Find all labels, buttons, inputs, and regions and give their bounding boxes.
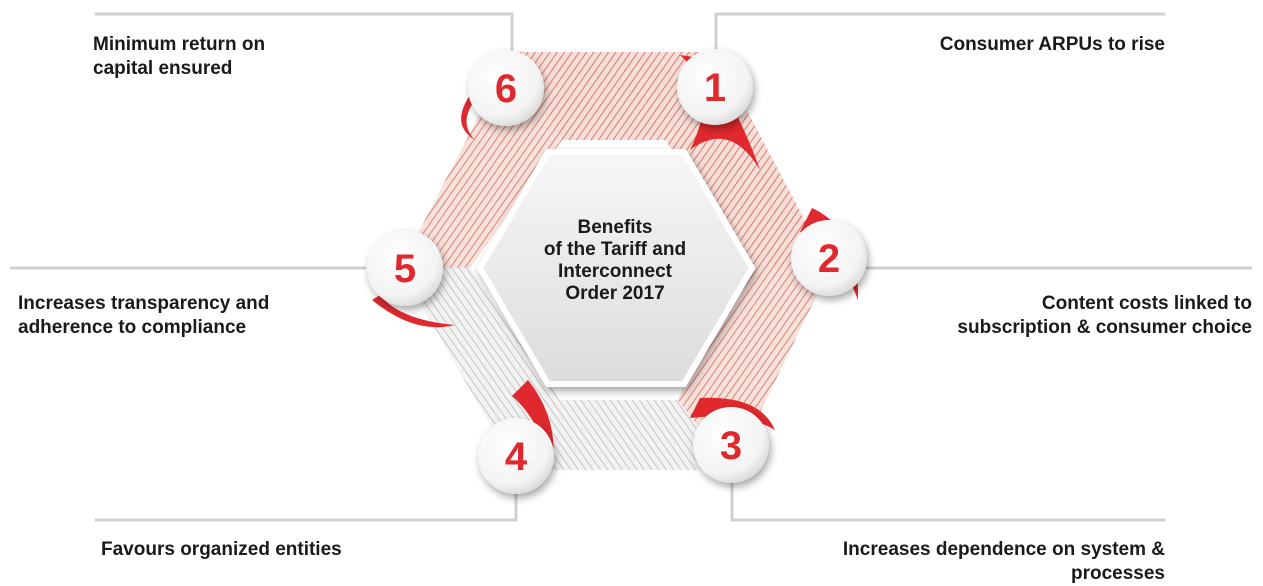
badge-2-circle — [791, 220, 867, 296]
benefit-2-line-1: Content costs linked to — [1041, 293, 1252, 314]
badge-6-number: 6 — [495, 67, 517, 111]
badge-1-number: 1 — [704, 66, 726, 110]
connector-line-4 — [95, 470, 518, 522]
connector-line-3 — [730, 470, 1165, 522]
badge-5-number: 5 — [394, 247, 416, 291]
badge-3: 3 — [693, 407, 769, 483]
badge-4-circle — [478, 418, 554, 494]
benefit-5-line-1: Increases transparency and — [18, 293, 270, 314]
benefit-4-line-1: Favours organized entities — [101, 539, 342, 560]
center-title-line-2: of the Tariff and — [543, 239, 687, 260]
center-hexagon — [476, 149, 756, 387]
ring-segment-bottom — [516, 400, 732, 470]
benefit-6-line-1: Minimum return on — [93, 34, 266, 55]
benefit-4-label: Favours organized entities — [101, 538, 461, 562]
badge-6-circle — [468, 50, 544, 126]
badge-1-circle — [677, 49, 753, 125]
benefit-3-line-1: Increases dependence on system & — [842, 539, 1165, 560]
connector-line-1 — [714, 12, 1165, 60]
ring-segment-top — [512, 52, 716, 140]
benefit-2-line-2: subscription & consumer choice — [957, 317, 1252, 338]
swoosh-6 — [461, 92, 482, 140]
center-title-line-3: Interconnect — [557, 261, 673, 282]
center-title-line-4: Order 2017 — [565, 283, 665, 304]
center-title: Benefits of the Tariff and Interconnect … — [500, 217, 730, 305]
badge-3-number: 3 — [720, 424, 742, 468]
badge-4-number: 4 — [505, 435, 528, 479]
badge-5: 5 — [367, 230, 443, 306]
center-title-line-1: Benefits — [577, 217, 653, 238]
benefit-6-label: Minimum return on capital ensured — [93, 33, 423, 81]
swoosh-5 — [372, 295, 455, 328]
badge-5-circle — [367, 230, 443, 306]
benefit-1-line-1: Consumer ARPUs to rise — [939, 34, 1165, 55]
badge-2-number: 2 — [818, 237, 840, 281]
benefit-1-label: Consumer ARPUs to rise — [820, 33, 1165, 57]
badge-2: 2 — [791, 220, 867, 296]
badge-6: 6 — [468, 50, 544, 126]
swoosh-4 — [512, 380, 554, 470]
badge-3-circle — [693, 407, 769, 483]
badge-4: 4 — [478, 418, 554, 494]
benefit-3-line-2: processes — [1070, 563, 1165, 584]
benefit-5-label: Increases transparency and adherence to … — [18, 292, 358, 340]
benefit-5-line-2: adherence to compliance — [18, 317, 247, 338]
benefit-6-line-2: capital ensured — [93, 58, 233, 79]
benefit-3-label: Increases dependence on system & process… — [775, 538, 1165, 586]
badge-1: 1 — [677, 49, 753, 125]
connector-line-6 — [95, 12, 514, 60]
benefit-2-label: Content costs linked to subscription & c… — [880, 292, 1252, 340]
